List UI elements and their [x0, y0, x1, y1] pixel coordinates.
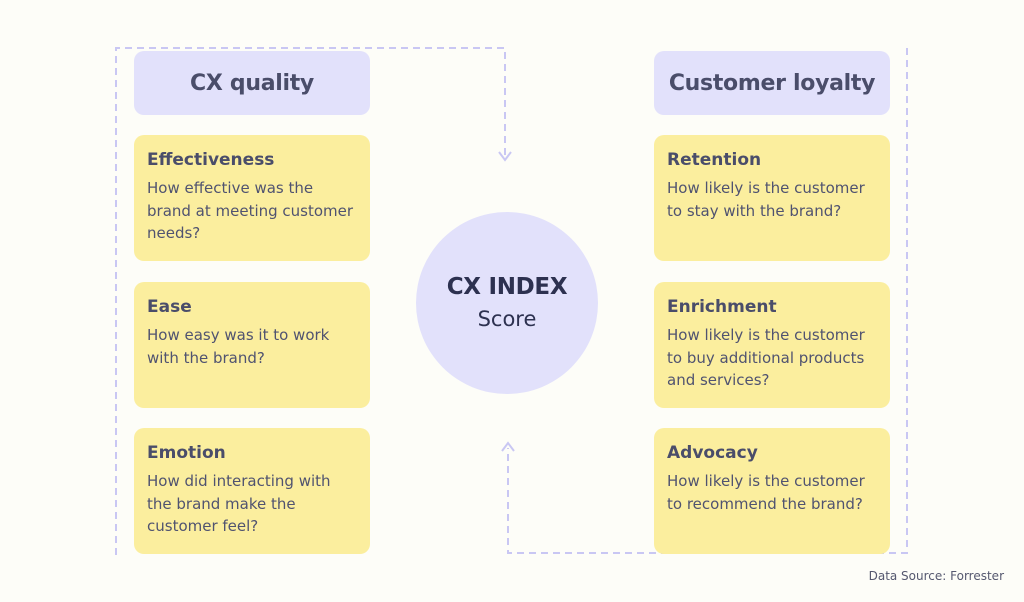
cx-index-score-circle: CX INDEX Score [416, 212, 598, 394]
card-text: How effective was the brand at meeting c… [147, 179, 354, 242]
cx-quality-header: CX quality [134, 51, 370, 115]
card-retention: Retention How likely is the customer to … [654, 135, 890, 261]
arrowhead-down-icon [498, 151, 512, 162]
card-effectiveness: Effectiveness How effective was the bran… [134, 135, 370, 261]
center-subtitle: Score [477, 307, 537, 331]
connector-bottom [507, 48, 908, 554]
cx-quality-title: CX quality [190, 70, 314, 96]
card-text: How likely is the customer to stay with … [667, 179, 865, 220]
card-title: Ease [147, 297, 192, 317]
card-enrichment: Enrichment How likely is the customer to… [654, 282, 890, 408]
card-ease: Ease How easy was it to work with the br… [134, 282, 370, 408]
customer-loyalty-header: Customer loyalty [654, 51, 890, 115]
card-title: Advocacy [667, 443, 758, 463]
card-text: How easy was it to work with the brand? [147, 326, 330, 367]
arrowhead-up-icon [501, 441, 515, 452]
card-text: How did interacting with the brand make … [147, 472, 331, 535]
card-title: Effectiveness [147, 150, 275, 170]
card-title: Emotion [147, 443, 226, 463]
center-title: CX INDEX [446, 274, 568, 300]
card-text: How likely is the customer to buy additi… [667, 326, 865, 389]
card-emotion: Emotion How did interacting with the bra… [134, 428, 370, 554]
card-text: How likely is the customer to recommend … [667, 472, 865, 513]
card-advocacy: Advocacy How likely is the customer to r… [654, 428, 890, 554]
card-title: Retention [667, 150, 762, 170]
connector-top [115, 47, 506, 555]
card-title: Enrichment [667, 297, 777, 317]
data-source-caption: Data Source: Forrester [868, 569, 1004, 583]
customer-loyalty-title: Customer loyalty [668, 70, 876, 96]
